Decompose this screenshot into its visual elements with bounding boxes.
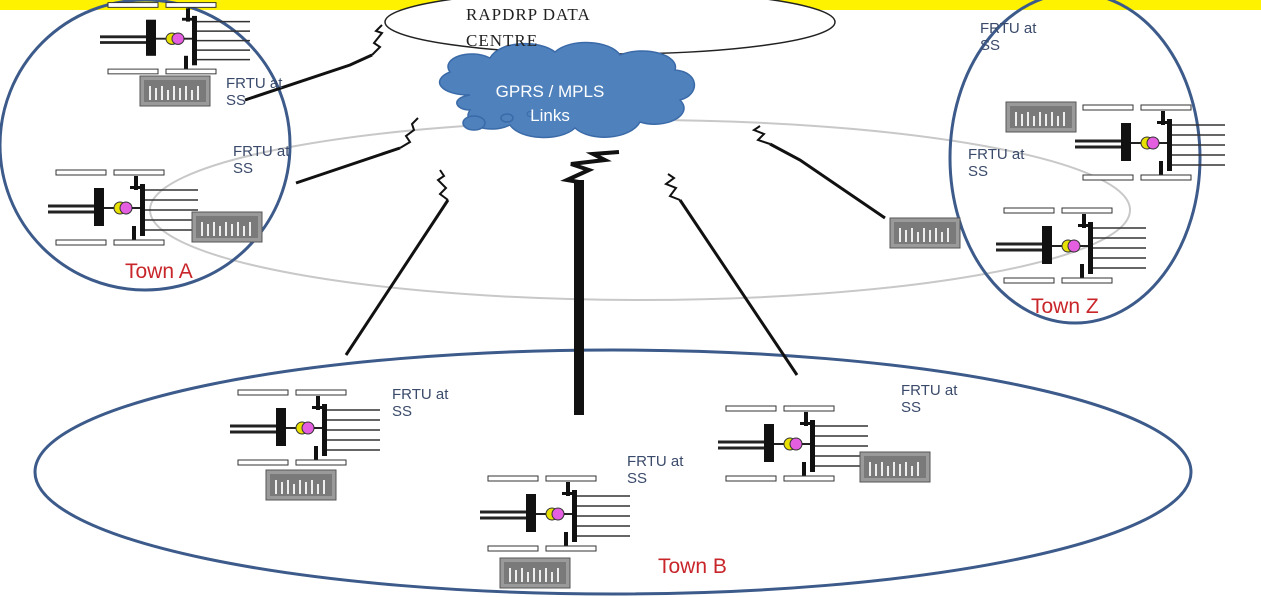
town-a-boundary [0,0,292,292]
gprs-mpls-cloud [438,41,696,139]
town-b-frtu-rack-1 [265,469,337,501]
town-b-substation-2 [716,404,870,483]
frtu-label-town-b-1: FRTU at SS [392,386,449,420]
town-b-boundary [33,348,1193,596]
frtu-label-town-b-2: FRTU at SS [901,382,958,416]
town-z-frtu-rack-1 [1005,101,1077,133]
frtu-label-town-a-2: FRTU at SS [233,143,290,177]
town-z-label: Town Z [1031,295,1099,318]
town-b-substation-1 [228,388,382,467]
town-z-substation-1 [1073,103,1227,182]
frtu-label-town-b-3: FRTU at SS [627,453,684,487]
frtu-label-town-z-2: FRTU at SS [968,146,1025,180]
cloud-label: GPRS / MPLS Links [495,82,605,125]
frtu-label-town-z-1: FRTU at SS [980,20,1037,54]
frtu-label-town-a-1: FRTU at SS [226,75,283,109]
town-a-substation-1 [98,1,252,76]
town-a-frtu-rack-2 [191,211,263,243]
town-b-substation-3 [478,474,632,553]
town-b-frtu-rack-3 [499,557,571,589]
town-a-frtu-rack-1 [139,75,211,107]
town-z-frtu-rack-2 [889,217,961,249]
town-z-boundary [948,0,1202,325]
town-b-label: Town B [658,555,727,578]
wireless-links [244,24,886,376]
mpls-trunk-link [560,150,620,415]
town-b-frtu-rack-2 [859,451,931,483]
town-a-label: Town A [125,260,193,283]
town-z-substation-2 [994,206,1148,285]
data-centre-label: RAPDRP DATA CENTRE [466,5,591,50]
